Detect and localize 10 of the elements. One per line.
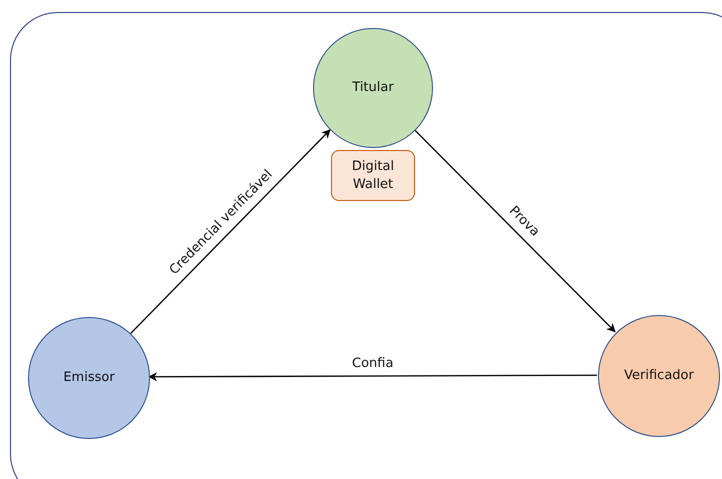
arrow bbox=[148, 372, 597, 382]
node-label: Emissor bbox=[63, 369, 115, 387]
frame-outline bbox=[10, 12, 722, 479]
node-label: Verificador bbox=[624, 367, 694, 385]
wallet-box bbox=[331, 150, 415, 201]
edge-label: Confia bbox=[352, 355, 394, 371]
node-label: Digital Wallet bbox=[350, 158, 396, 194]
arrow bbox=[130, 129, 331, 334]
arrow bbox=[414, 129, 616, 332]
node-label: Titular bbox=[352, 79, 394, 97]
